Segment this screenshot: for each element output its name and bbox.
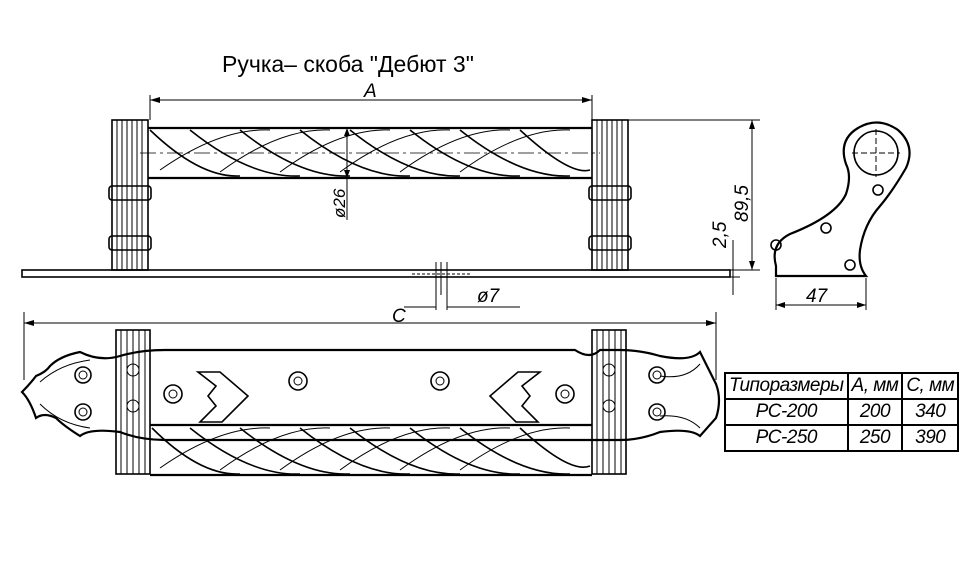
dim-hole-label: ø7 <box>477 286 501 307</box>
row-a: 250 <box>846 424 904 452</box>
size-table: Типоразмеры A, мм C, мм РС-200 200 340 Р… <box>724 372 960 452</box>
header-a: A, мм <box>846 372 904 400</box>
drawing-title: Ручка– скоба "Дебют 3" <box>222 51 474 77</box>
bracket-outline <box>773 121 911 278</box>
base-plate <box>21 269 731 278</box>
dim-offset-label: 2,5 <box>710 221 731 249</box>
table-row: РС-250 250 390 <box>724 424 960 452</box>
profile-view: 47 <box>770 121 911 310</box>
size-table-header: Типоразмеры A, мм C, мм <box>724 372 960 400</box>
dim-c-label: C <box>392 306 406 327</box>
row-type: РС-250 <box>724 424 849 452</box>
dim-depth-label: 47 <box>806 286 829 307</box>
row-c: 390 <box>901 424 960 452</box>
left-collar <box>108 119 152 271</box>
twisted-bar <box>140 126 600 180</box>
right-collar <box>588 119 632 271</box>
dim-diameter-label: ø26 <box>330 188 349 218</box>
header-c: C, мм <box>901 372 960 400</box>
header-type: Типоразмеры <box>724 372 849 400</box>
side-view: C ø7 A ø26 89,5 2,5 <box>21 81 760 327</box>
table-row: РС-200 200 340 <box>724 398 960 426</box>
decorative-plate <box>20 348 721 442</box>
row-c: 340 <box>901 398 960 426</box>
row-type: РС-200 <box>724 398 849 426</box>
dim-height-label: 89,5 <box>732 185 753 222</box>
dim-a-label: A <box>363 81 377 102</box>
plan-view <box>20 312 721 477</box>
row-a: 200 <box>846 398 904 426</box>
